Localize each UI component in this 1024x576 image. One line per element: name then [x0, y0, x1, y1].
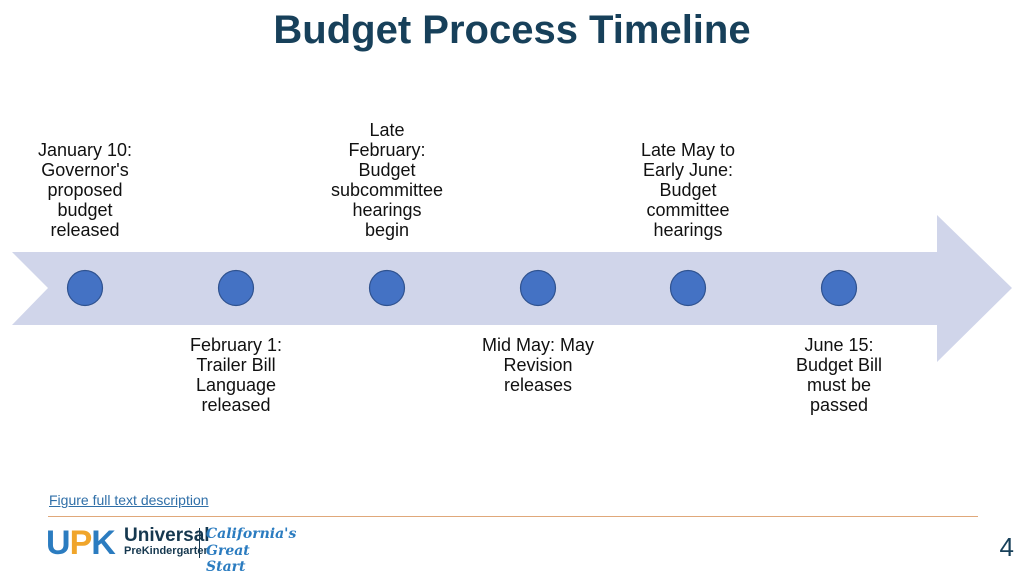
logo-letter-p: P: [69, 524, 93, 562]
event-label-june15: June 15: Budget Bill must be passed: [795, 335, 883, 415]
upk-letters: UPK: [46, 524, 116, 562]
event-label-jan10: January 10: Governor's proposed budget r…: [37, 140, 133, 240]
event-label-late-may: Late May to Early June: Budget committee…: [640, 140, 736, 240]
timeline-dot: [669, 269, 707, 307]
timeline-dot: [519, 269, 557, 307]
logo-letter-k: K: [91, 524, 116, 562]
arrow-shape: [12, 215, 1012, 362]
timeline-dot: [66, 269, 104, 307]
page-number: 4: [999, 532, 1014, 562]
logo-divider: [199, 528, 200, 558]
timeline-dots: [66, 269, 858, 307]
logo-prekindergarten: PreKindergarten: [124, 545, 211, 557]
event-label-late-feb: Late February: Budget subcommittee heari…: [330, 120, 444, 240]
figure-description-link[interactable]: Figure full text description: [49, 492, 209, 508]
event-label-mid-may: Mid May: May Revision releases: [481, 335, 595, 395]
timeline-dot: [820, 269, 858, 307]
timeline-dot: [217, 269, 255, 307]
event-label-feb1: February 1: Trailer Bill Language releas…: [189, 335, 283, 415]
timeline-dot: [368, 269, 406, 307]
footer-divider: [48, 516, 978, 517]
logo-great-start: Great Start: [206, 543, 250, 575]
logo-universal: Universal: [124, 525, 210, 546]
page-title: Budget Process Timeline: [273, 8, 751, 52]
logo-california: California's: [206, 526, 297, 542]
logo-letter-u: U: [46, 524, 71, 562]
